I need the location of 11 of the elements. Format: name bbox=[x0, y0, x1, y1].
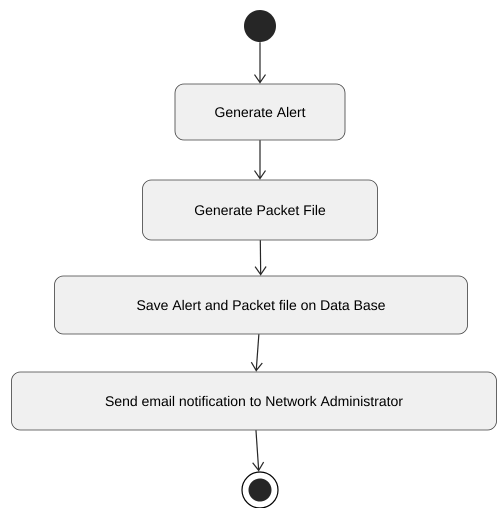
activity-box: Generate Packet File bbox=[142, 180, 378, 240]
end-node bbox=[241, 471, 279, 508]
arrow bbox=[252, 430, 264, 472]
start-node bbox=[244, 10, 276, 42]
arrow bbox=[254, 42, 266, 84]
arrow bbox=[254, 140, 266, 180]
arrow bbox=[254, 240, 267, 276]
arrow bbox=[250, 334, 263, 372]
activity-box: Save Alert and Packet file on Data Base bbox=[54, 276, 468, 334]
activity-box: Send email notification to Network Administrator bbox=[11, 372, 497, 430]
activity-box: Generate Alert bbox=[174, 84, 346, 140]
